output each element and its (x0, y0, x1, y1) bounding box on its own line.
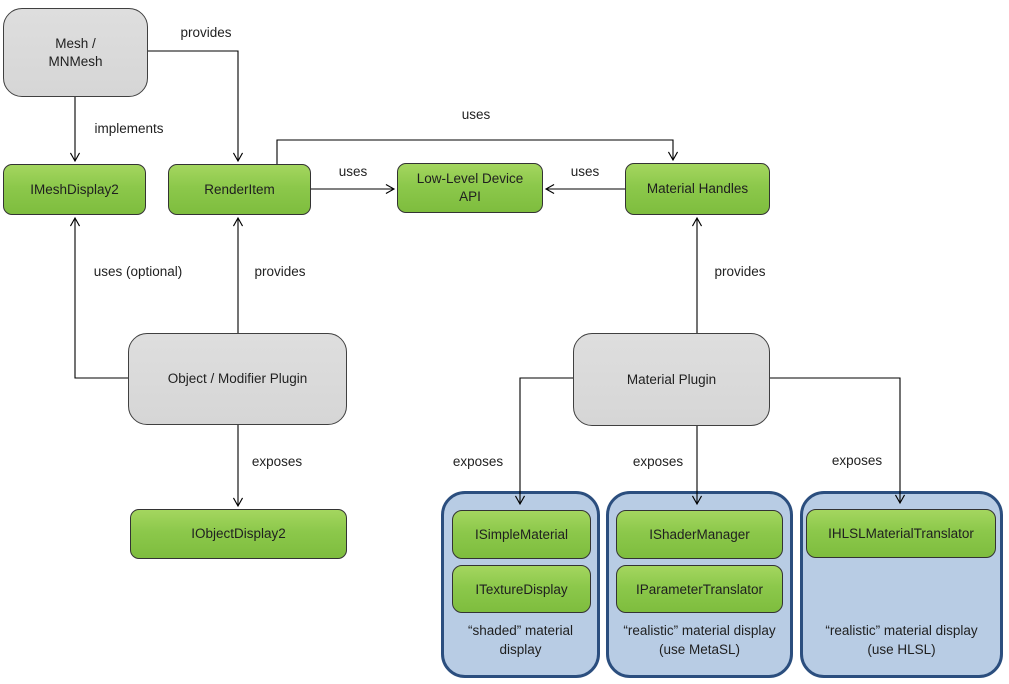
edge-label-exposes-shader: exposes (630, 454, 686, 469)
node-material-handles: Material Handles (625, 163, 770, 215)
group-realistic-material-display-metasl: IShaderManager IParameterTranslator “rea… (606, 491, 793, 678)
edge-exposes-matplugin-simple (514, 377, 573, 506)
edge-label-uses-handles-api: uses (568, 164, 602, 179)
node-low-level-device-api: Low-Level Device API (397, 163, 543, 213)
edge-label-exposes-objmod: exposes (249, 454, 305, 469)
node-material-plugin: Material Plugin (573, 333, 770, 426)
edge-provides-mesh-renderitem (148, 50, 244, 163)
node-ishadermanager: IShaderManager (616, 510, 783, 559)
edge-label-exposes-simple: exposes (450, 454, 506, 469)
edge-label-provides-matplugin: provides (712, 264, 768, 279)
edge-label-uses-renderitem-api: uses (336, 164, 370, 179)
group-realistic-material-display-hlsl: IHLSLMaterialTranslator “realistic” mate… (800, 491, 1003, 678)
node-imeshdisplay2: IMeshDisplay2 (3, 164, 146, 215)
caption-realistic-material-display-hlsl: “realistic” material display (use HLSL) (825, 623, 978, 657)
edge-exposes-matplugin-hlsl (770, 377, 906, 505)
node-iparametertranslator: IParameterTranslator (616, 565, 783, 613)
edge-label-provides-objmod: provides (252, 264, 308, 279)
edge-uses-renderitem-materialhandles (276, 139, 679, 164)
node-ihlslmaterialtranslator: IHLSLMaterialTranslator (806, 509, 996, 558)
caption-shaded-material-display: “shaded” material display (467, 623, 574, 657)
edge-label-uses-optional: uses (optional) (91, 264, 185, 279)
node-mesh-mnmesh: Mesh / MNMesh (3, 8, 148, 97)
node-itexturedisplay: ITextureDisplay (452, 565, 591, 613)
edge-label-provides-mesh: provides (178, 25, 234, 40)
group-shaded-material-display: ISimpleMaterial ITextureDisplay “shaded”… (441, 491, 600, 678)
edge-uses-optional-objmod-imeshdisplay2 (69, 216, 128, 379)
edge-label-uses-long: uses (459, 107, 493, 122)
node-renderitem: RenderItem (168, 164, 311, 215)
edge-label-exposes-hlsl: exposes (829, 453, 885, 468)
node-isimplematerial: ISimpleMaterial (452, 510, 591, 559)
node-iobjectdisplay2: IObjectDisplay2 (130, 509, 347, 559)
node-object-modifier-plugin: Object / Modifier Plugin (128, 333, 347, 425)
edge-label-implements: implements (92, 121, 166, 136)
caption-realistic-material-display-metasl: “realistic” material display (use MetaSL… (623, 623, 776, 657)
